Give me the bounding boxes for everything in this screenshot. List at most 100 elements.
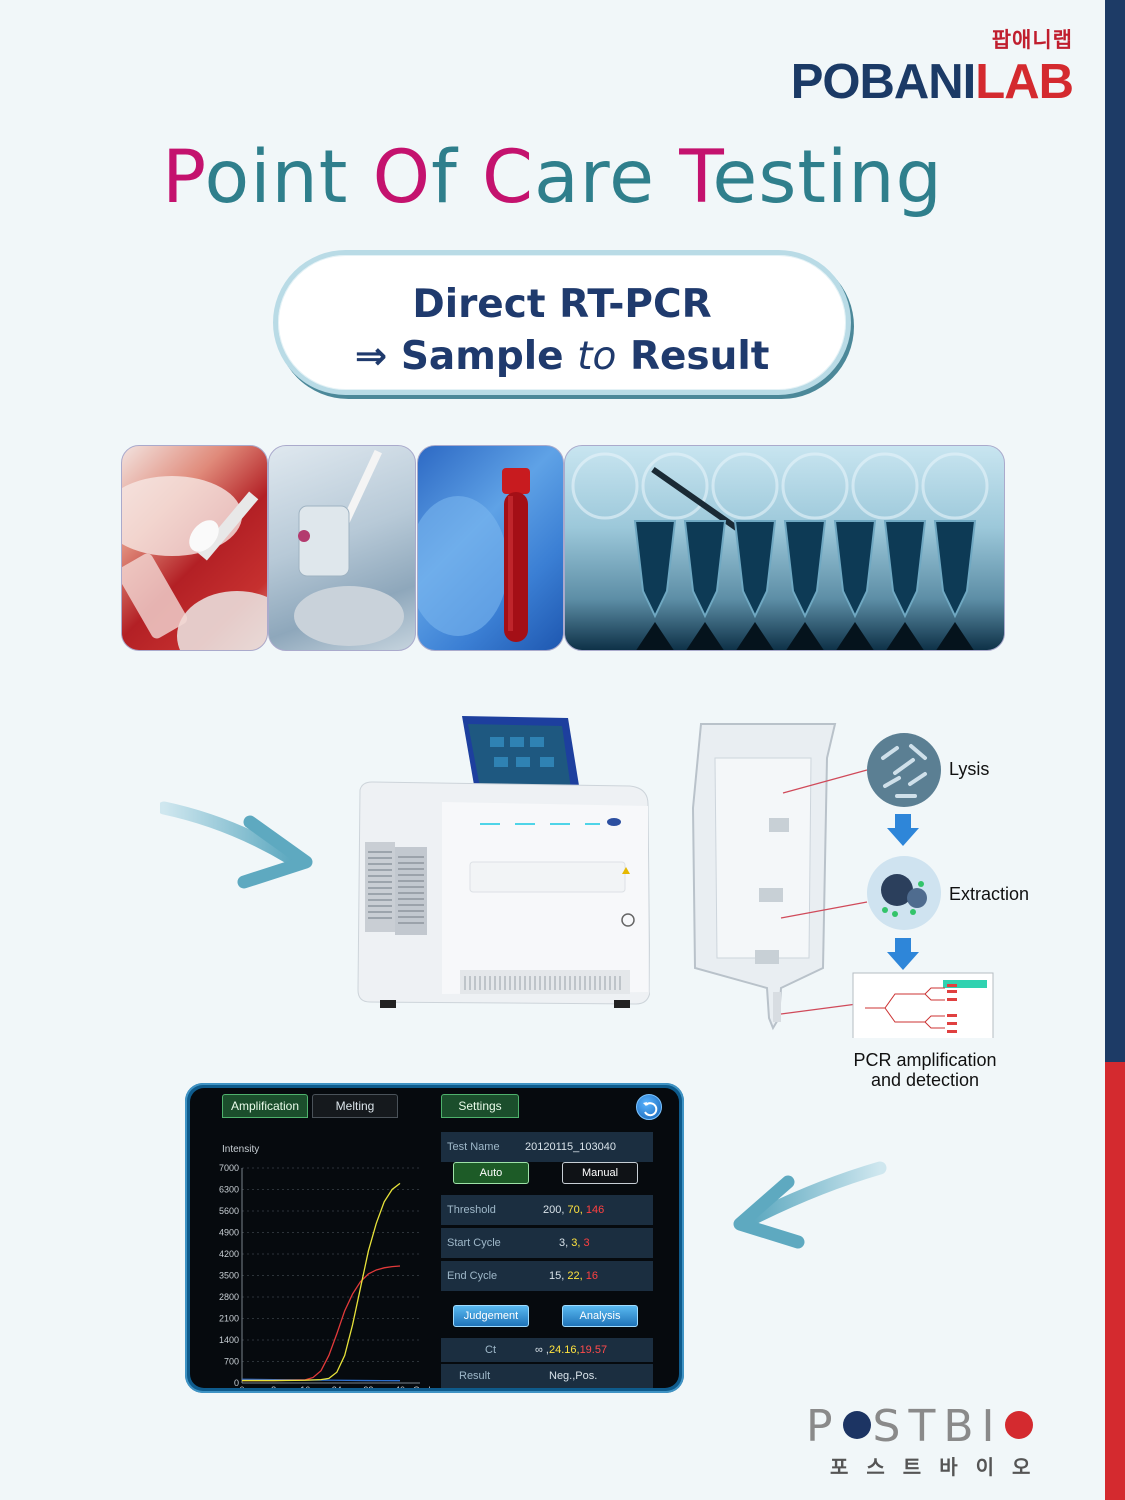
postbio-korean: 포스트바이오 [830, 1455, 1049, 1479]
arrow-glyph: ⇒ [354, 334, 388, 379]
flow-arrow-left-icon [733, 1161, 887, 1249]
tab-settings[interactable]: Settings [441, 1094, 519, 1118]
analysis-screen: Amplification Melting Settings Intensity… [185, 1083, 684, 1393]
title-word-f: f [431, 135, 482, 220]
postbio-letter-i: I [981, 1401, 1003, 1452]
pobanilab-logo: 팝애니랩 POBANILAB [790, 24, 1074, 110]
pcr-label-line-1: PCR amplification [853, 1050, 997, 1070]
back-icon[interactable] [636, 1094, 662, 1120]
y-tick-label: 0 [234, 1378, 239, 1388]
ct-value-2: 24.16, [548, 1344, 580, 1356]
y-tick-label: 1400 [219, 1335, 239, 1345]
side-bar-red [1105, 1062, 1125, 1500]
end-cycle-values: 15, 22, 16 [549, 1270, 598, 1282]
side-bar-navy [1105, 0, 1125, 1062]
pcr-device-illustration [357, 716, 650, 1008]
postbio-wordmark: P STBI [806, 1403, 1076, 1451]
result-value: Neg.,Pos. [549, 1370, 598, 1382]
logo-part-pobani: POBANI [790, 55, 977, 109]
x-tick-label: 16 [300, 1385, 310, 1388]
threshold-value-1: 200, [543, 1204, 565, 1216]
test-name-label: Test Name [447, 1141, 500, 1153]
y-axis-label: Intensity [222, 1144, 260, 1155]
y-tick-label: 7000 [219, 1163, 239, 1173]
y-tick-label: 700 [224, 1357, 239, 1367]
threshold-label: Threshold [447, 1204, 496, 1216]
sample-tube-photo [268, 445, 416, 651]
threshold-values: 200, 70, 146 [543, 1204, 604, 1216]
subtitle-line-1: Direct RT-PCR [412, 282, 712, 327]
amplification-plot: 7000630056004900420035002800210014007000… [219, 1163, 436, 1388]
tab-amplification[interactable]: Amplification [222, 1094, 308, 1118]
threshold-row: Threshold 200, 70, 146 [441, 1195, 653, 1225]
end-cycle-row: End Cycle 15, 22, 16 [441, 1261, 653, 1291]
subtitle-result: Result [629, 334, 770, 379]
title-word-oint: oint [204, 135, 373, 220]
end-value-2: 22, [564, 1270, 583, 1282]
y-tick-label: 5600 [219, 1206, 239, 1216]
postbio-logo: P STBI 포스트바이오 [806, 1403, 1076, 1480]
cartridge-process-diagram [691, 723, 994, 1038]
threshold-value-3: 146 [582, 1204, 605, 1216]
ct-value-1: ∞ , [535, 1344, 549, 1356]
auto-button[interactable]: Auto [453, 1162, 529, 1184]
pcr-label-line-2: and detection [870, 1070, 980, 1090]
result-label: Result [459, 1370, 491, 1382]
flow-arrow-right-icon [160, 801, 313, 889]
blood-tube-photo [417, 445, 564, 651]
title-letter-c: C [481, 135, 534, 220]
test-name-value: 20120115_103040 [525, 1141, 616, 1153]
subtitle-to: to [577, 334, 617, 379]
page-title: Point Of Care Testing [0, 135, 1105, 220]
settings-panel: Test Name 20120115_103040 Auto Manual Th… [441, 1132, 653, 1388]
pcr-tubes-photo [564, 445, 1005, 651]
title-letter-p: P [162, 135, 205, 220]
y-tick-label: 4900 [219, 1228, 239, 1238]
postbio-letter-p: P [806, 1401, 841, 1452]
swab-sample-photo [121, 445, 268, 651]
result-row: Result Neg.,Pos. [441, 1364, 653, 1388]
subtitle-line-2: ⇒ Sample to Result [278, 331, 846, 383]
x-tick-label: 32 [363, 1385, 373, 1388]
ct-values: ∞ ,24.16,19.57 [535, 1344, 607, 1356]
curve-red [242, 1265, 401, 1382]
end-cycle-label: End Cycle [447, 1270, 498, 1282]
title-letter-o: O [372, 135, 432, 220]
subtitle-pill: Direct RT-PCR ⇒ Sample to Result [273, 250, 851, 395]
analysis-button[interactable]: Analysis [562, 1305, 638, 1327]
y-tick-label: 2800 [219, 1292, 239, 1302]
manual-button[interactable]: Manual [562, 1162, 638, 1184]
start-cycle-label: Start Cycle [447, 1237, 501, 1249]
curve-yellow [242, 1182, 401, 1382]
start-cycle-values: 3, 3, 3 [559, 1237, 590, 1249]
tab-melting[interactable]: Melting [312, 1094, 398, 1118]
threshold-value-2: 70, [564, 1204, 583, 1216]
judgement-button[interactable]: Judgement [453, 1305, 529, 1327]
logo-korean-text: 팝애니랩 [991, 28, 1073, 52]
y-tick-label: 2100 [219, 1314, 239, 1324]
y-tick-label: 6300 [219, 1185, 239, 1195]
postbio-letters-stb: STB [872, 1401, 982, 1452]
test-name-row: Test Name 20120115_103040 [441, 1132, 653, 1162]
lysis-label: Lysis [949, 759, 990, 779]
start-value-3: 3 [580, 1237, 590, 1249]
end-value-1: 15, [549, 1270, 565, 1282]
ct-label: Ct [485, 1344, 496, 1356]
pcr-label: PCR amplification and detection [830, 1050, 1020, 1090]
ct-value-3: 19.57 [579, 1344, 608, 1356]
y-tick-label: 4200 [219, 1249, 239, 1259]
x-tick-label: 0 [239, 1385, 244, 1388]
start-value-2: 3, [568, 1237, 581, 1249]
subtitle-sample: Sample [400, 334, 564, 379]
y-tick-label: 3500 [219, 1271, 239, 1281]
ct-row: Ct ∞ ,24.16,19.57 [441, 1338, 653, 1362]
start-value-1: 3, [559, 1237, 569, 1249]
x-axis-label: Cycle [413, 1385, 436, 1388]
postbio-navy-dot [842, 1411, 871, 1439]
start-cycle-row: Start Cycle 3, 3, 3 [441, 1228, 653, 1258]
x-tick-label: 8 [271, 1385, 276, 1388]
x-tick-label: 40 [395, 1385, 405, 1388]
extraction-label: Extraction [949, 884, 1030, 904]
end-value-3: 16 [582, 1270, 598, 1282]
title-letter-t: T [679, 135, 713, 220]
